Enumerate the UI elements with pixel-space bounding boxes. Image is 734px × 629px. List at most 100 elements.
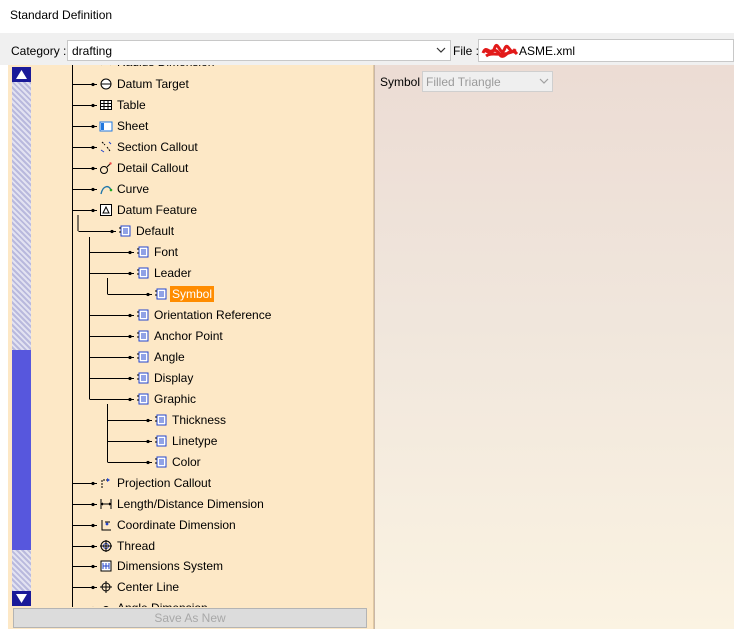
tree-item-length-distance-dimension[interactable]: Length/Distance Dimension [99, 495, 266, 513]
sheet-icon [99, 121, 113, 132]
tree-item-label: Thread [117, 539, 156, 553]
tree-item-table[interactable]: Table [99, 96, 148, 114]
expand-marker [146, 418, 150, 423]
tree-item-sheet[interactable]: Sheet [99, 117, 150, 135]
tree-item-radius-dimension[interactable]: Radius Dimension [99, 65, 216, 71]
tree-item-label: Angle Dimension [115, 600, 210, 607]
parameter-icon [137, 351, 149, 363]
expand-marker [128, 271, 132, 276]
tree-item-label: Dimensions System [117, 559, 224, 573]
table-icon [100, 100, 112, 110]
tree-item-center-line[interactable]: Center Line [99, 578, 181, 596]
tree-item-section-callout[interactable]: Section Callout [99, 138, 200, 156]
file-value: ASME.xml [519, 44, 576, 58]
expand-marker [110, 229, 114, 234]
thread-icon [100, 540, 112, 552]
tree-scrollbar[interactable] [12, 67, 31, 606]
scroll-thumb[interactable] [12, 350, 31, 550]
tree-item-thread[interactable]: Thread [99, 537, 157, 555]
expand-marker [91, 103, 95, 108]
tree-item-label: Sheet [117, 119, 149, 133]
tree-item-anchor-point[interactable]: Anchor Point [136, 327, 225, 345]
tree-item-label: Center Line [117, 580, 180, 594]
expand-marker [91, 208, 95, 213]
window-title: Standard Definition [10, 8, 113, 22]
parameter-icon [137, 267, 149, 279]
category-value: drafting [72, 44, 113, 58]
tree-item-orientation-reference[interactable]: Orientation Reference [136, 306, 273, 324]
scroll-down-button[interactable] [12, 591, 31, 606]
chevron-down-icon [436, 47, 446, 53]
tree-item-label: Table [117, 98, 146, 112]
tree-item-default[interactable]: Default [118, 222, 176, 240]
window-title-bar: Standard Definition [0, 0, 734, 33]
tree-item-label: Font [154, 245, 179, 259]
symbol-value: Filled Triangle [426, 75, 501, 89]
tree-item-label: Leader [154, 266, 192, 280]
tree-item-label: Length/Distance Dimension [117, 497, 264, 511]
tree-item-angle[interactable]: Angle [136, 348, 187, 366]
tree-item-display[interactable]: Display [136, 369, 195, 387]
tree-connector-lines [72, 65, 152, 607]
tree-item-font[interactable]: Font [136, 243, 180, 261]
save-as-new-button[interactable]: Save As New [13, 608, 367, 628]
parameter-icon [155, 456, 167, 468]
expand-marker [146, 439, 150, 444]
tree-panel: Radius DimensionDatum TargetTableSheetSe… [8, 65, 374, 629]
tree-item-label: Detail Callout [117, 161, 189, 175]
tree-item-linetype[interactable]: Linetype [154, 432, 219, 450]
tree-item-coordinate-dimension[interactable]: Coordinate Dimension [99, 516, 238, 534]
expand-marker [146, 460, 150, 465]
tree-item-graphic[interactable]: Graphic [136, 390, 198, 408]
parameter-icon [119, 225, 131, 237]
tree-item-symbol[interactable]: Symbol [154, 285, 215, 303]
parameter-icon [137, 246, 149, 258]
expand-marker [91, 502, 95, 507]
parameter-icon [137, 309, 149, 321]
tree-item-label: Coordinate Dimension [117, 518, 236, 532]
scroll-up-button[interactable] [12, 67, 31, 82]
tree-item-color[interactable]: Color [154, 453, 203, 471]
tree-item-detail-callout[interactable]: Detail Callout [99, 159, 190, 177]
file-field[interactable]: ASME.xml [478, 39, 734, 62]
center-line-icon [100, 581, 112, 593]
datum-target-icon [100, 78, 112, 90]
redaction-scribble-icon [481, 43, 519, 58]
tree-item-label: Graphic [154, 392, 197, 406]
expand-marker [91, 544, 95, 549]
expand-marker [91, 585, 95, 590]
coordinate-dimension-icon [101, 520, 111, 531]
tree-item-label: Section Callout [117, 140, 198, 154]
tree-item-thickness[interactable]: Thickness [154, 411, 228, 429]
tree-item-label: Projection Callout [117, 476, 212, 490]
triangle-up-icon [16, 70, 27, 79]
tree-item-label: Linetype [172, 434, 218, 448]
tree-item-datum-target[interactable]: Datum Target [99, 75, 191, 93]
tree-item-datum-feature[interactable]: Datum Feature [99, 201, 199, 219]
category-label: Category : [11, 44, 67, 58]
tree-item-label: Orientation Reference [154, 308, 272, 322]
section-callout-icon [100, 141, 112, 153]
datum-feature-icon [100, 204, 112, 216]
tree-item-leader[interactable]: Leader [136, 264, 193, 282]
tree-item-angle-dimension[interactable]: Angle Dimension [99, 599, 210, 607]
expand-marker [91, 564, 95, 569]
tree-item-dimensions-system[interactable]: Dimensions System [99, 557, 225, 575]
settings-tree: Radius DimensionDatum TargetTableSheetSe… [36, 65, 372, 607]
expand-marker [128, 250, 132, 255]
tree-item-label: Curve [117, 182, 150, 196]
chevron-down-icon [539, 78, 549, 84]
category-bar: Category : drafting File : ASME.xml [0, 33, 734, 65]
symbol-dropdown[interactable]: Filled Triangle [422, 71, 553, 92]
save-as-new-label: Save As New [154, 611, 226, 625]
tree-item-projection-callout[interactable]: Projection Callout [99, 474, 213, 492]
expand-marker [146, 292, 150, 297]
tree-item-label: Default [136, 224, 175, 238]
symbol-label: Symbol [380, 75, 421, 89]
tree-item-label: Datum Target [117, 77, 189, 91]
category-dropdown[interactable]: drafting [67, 40, 451, 61]
tree-item-label: Anchor Point [154, 329, 223, 343]
expand-marker [128, 355, 132, 360]
tree-item-curve[interactable]: Curve [99, 180, 151, 198]
file-label: File : [453, 44, 480, 58]
